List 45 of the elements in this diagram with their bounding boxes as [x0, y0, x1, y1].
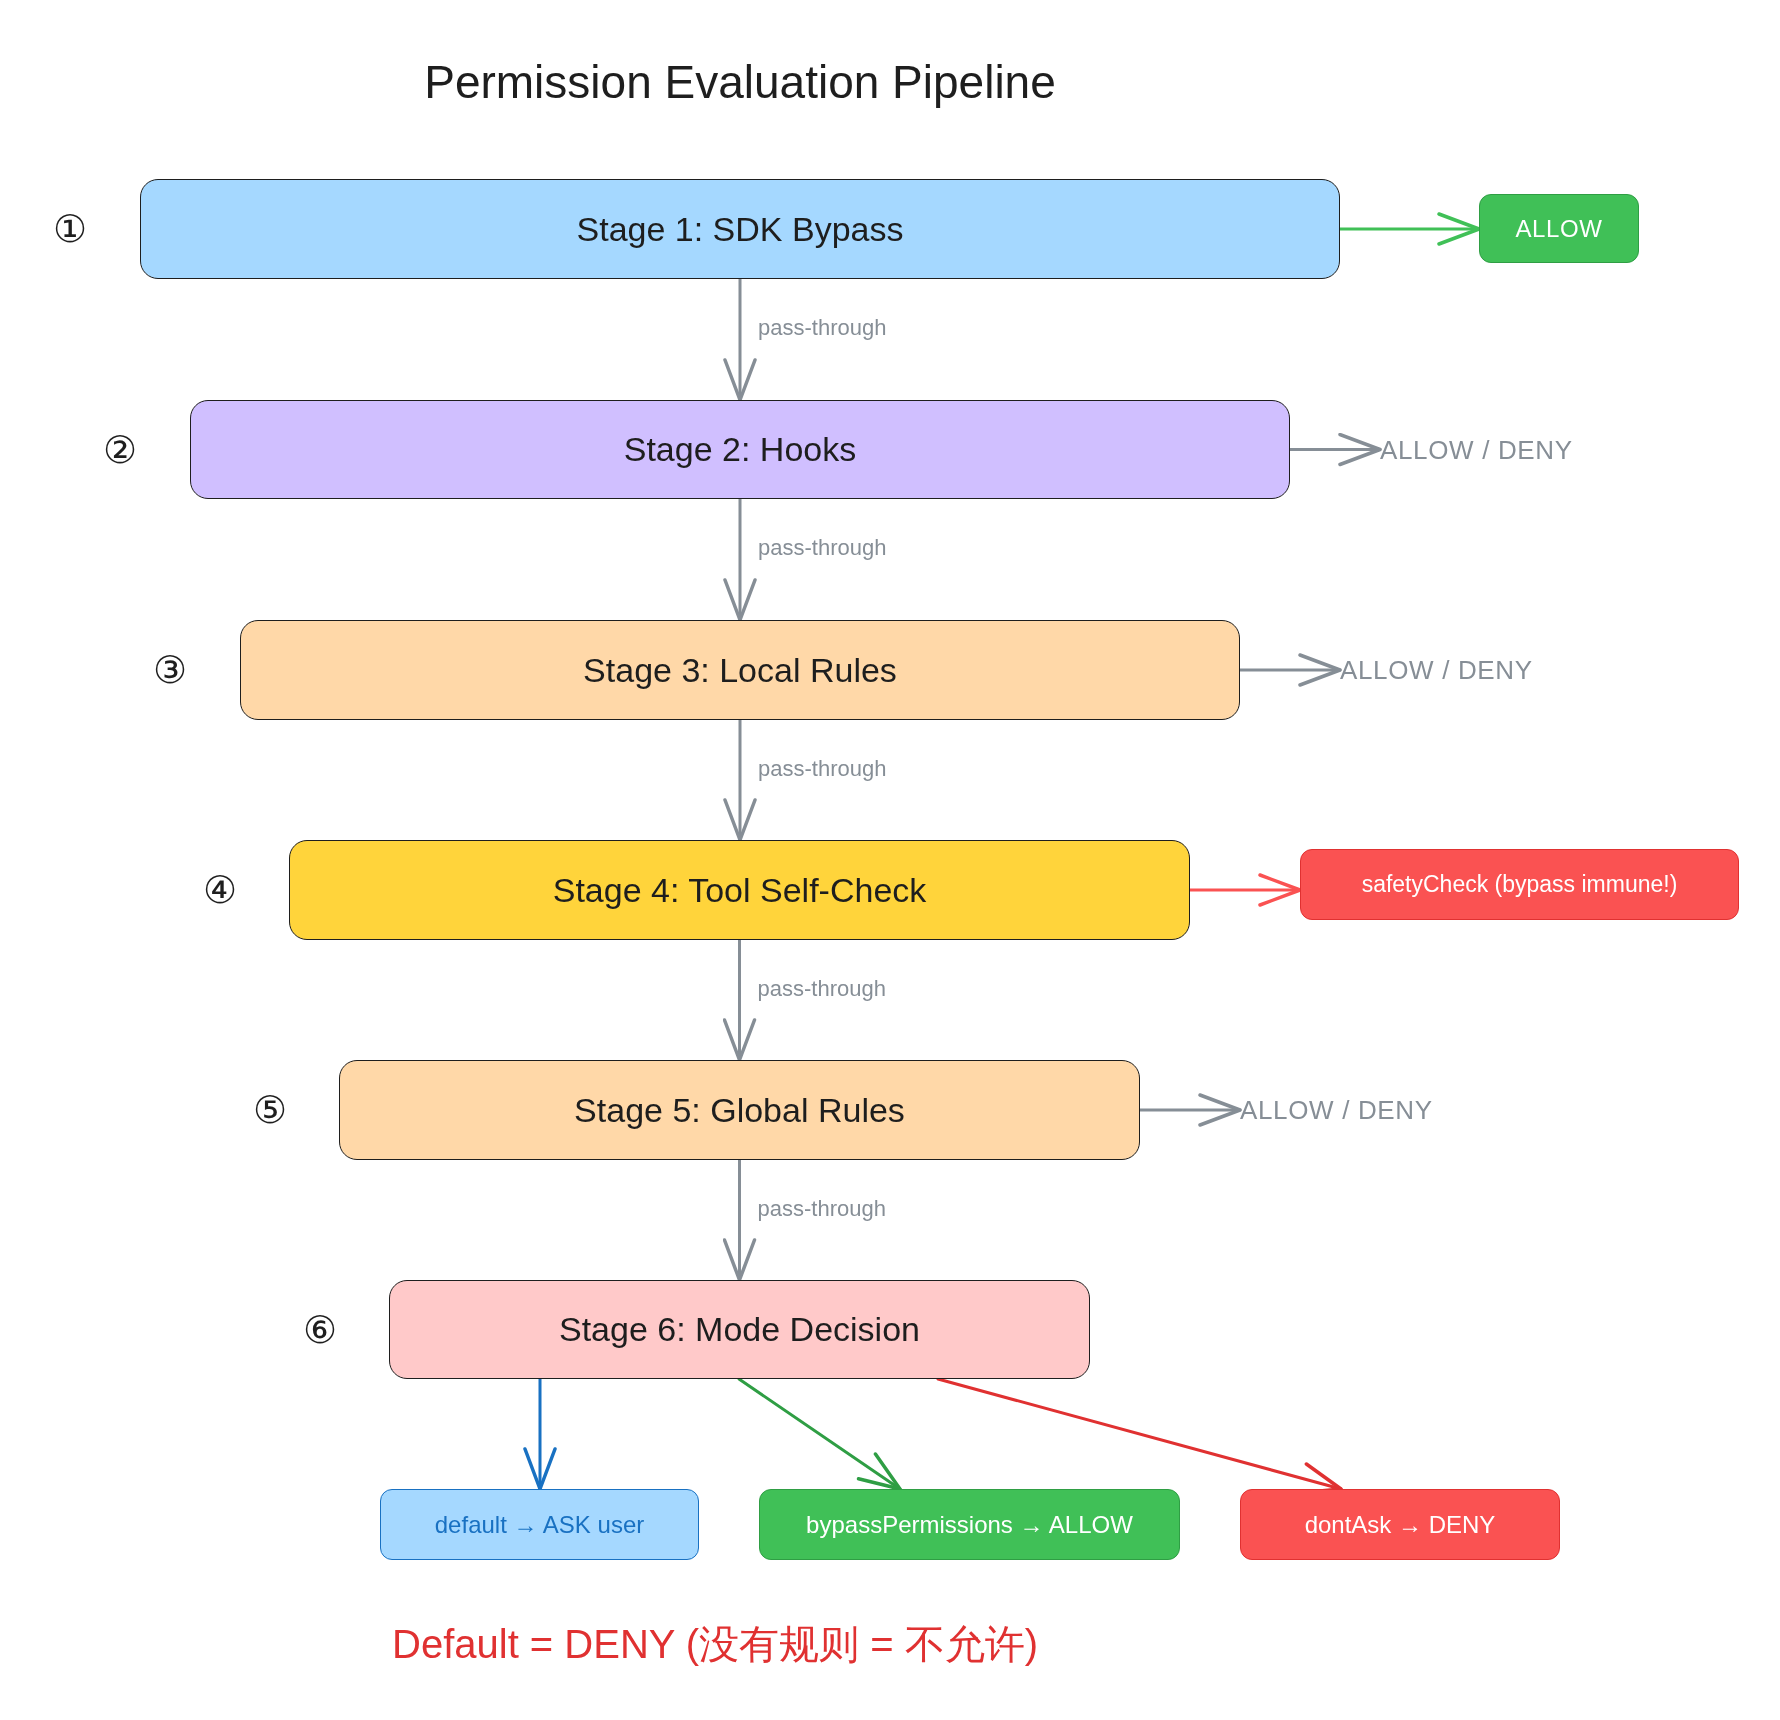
- step-number: ⑥: [301, 1306, 339, 1353]
- outcome-label: ALLOW / DENY: [1340, 648, 1560, 692]
- arrow: [723, 718, 757, 842]
- stage-box: [289, 840, 1190, 940]
- mode-box: [759, 1489, 1180, 1560]
- stage-title: Stage 5: Global Rules: [574, 1089, 905, 1131]
- box-text: ALLOW: [1515, 213, 1603, 244]
- stage-box: [389, 1280, 1090, 1379]
- outcome-label: ALLOW / DENY: [1380, 428, 1600, 472]
- arrow: [723, 497, 757, 622]
- arrow: [1288, 432, 1382, 467]
- arrow: [523, 1377, 557, 1491]
- arrow: [722, 1158, 757, 1282]
- mode-box: [1240, 1489, 1560, 1560]
- step-number: ⑤: [251, 1087, 289, 1133]
- outcome-label: ALLOW / DENY: [1240, 1088, 1460, 1132]
- box-text: default → ASK user: [434, 1509, 645, 1540]
- arrow: [1188, 873, 1302, 907]
- stage-title: Stage 4: Tool Self-Check: [552, 869, 927, 911]
- arrow: [737, 1377, 902, 1491]
- stage-title: Stage 2: Hooks: [623, 429, 857, 470]
- stage-box: [339, 1060, 1140, 1160]
- mode-box: [380, 1489, 699, 1560]
- box-text: dontAsk → DENY: [1304, 1509, 1496, 1540]
- arrow: [1338, 212, 1481, 246]
- box-text: safetyCheck (bypass immune!): [1361, 870, 1678, 900]
- stage-box: [190, 400, 1290, 499]
- arrow: [722, 938, 757, 1062]
- step-number: ③: [151, 647, 189, 693]
- step-number: ①: [51, 206, 89, 252]
- warning-box: [1300, 849, 1739, 920]
- outcome-box: [1479, 194, 1639, 263]
- box-text: bypassPermissions → ALLOW: [806, 1509, 1133, 1540]
- diagram-title: Permission Evaluation Pipeline: [423, 55, 1057, 110]
- step-number: ④: [201, 867, 239, 913]
- arrow: [1238, 653, 1342, 687]
- stage-title: Stage 3: Local Rules: [583, 649, 897, 691]
- stage-box: [140, 179, 1340, 279]
- stage-box: [240, 620, 1240, 720]
- stage-title: Stage 6: Mode Decision: [559, 1309, 920, 1350]
- note-text: Default = DENY (没有规则 = 不允许): [392, 1621, 1039, 1668]
- arrow: [723, 277, 757, 402]
- arrow: [1138, 1093, 1242, 1127]
- step-number: ②: [101, 426, 139, 473]
- stage-title: Stage 1: SDK Bypass: [576, 208, 904, 250]
